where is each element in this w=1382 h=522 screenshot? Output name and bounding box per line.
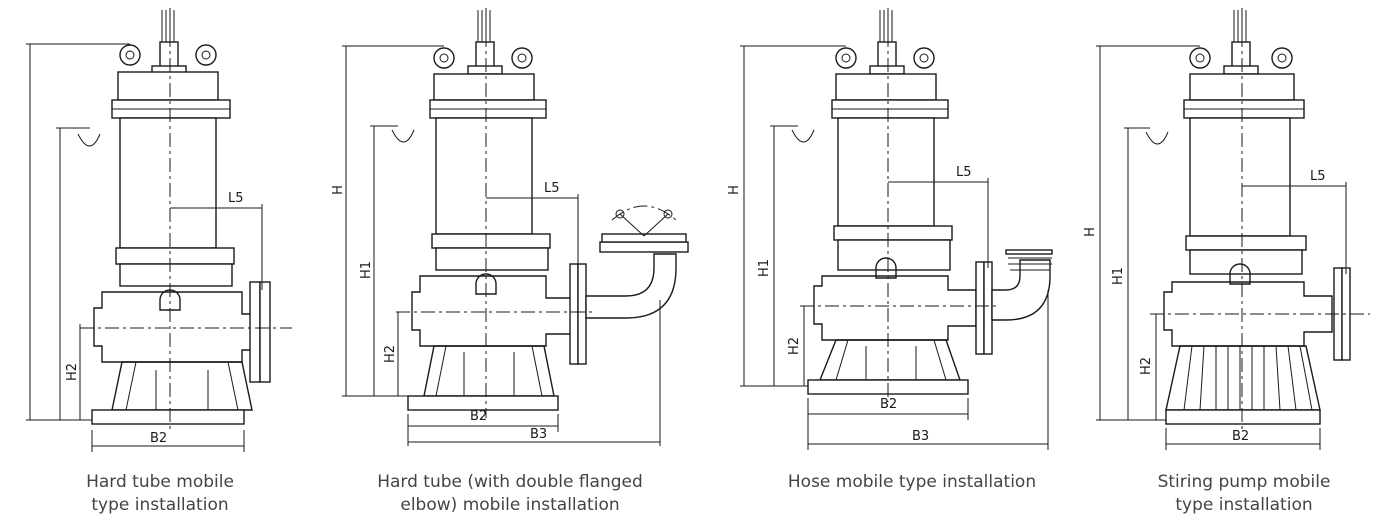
figure-caption-line-1: Hard tube (with double flanged xyxy=(377,472,643,492)
figure-caption-line-1: Hard tube mobile xyxy=(86,472,234,492)
dim-label-b3: B3 xyxy=(912,429,929,444)
dim-label-b2: B2 xyxy=(470,409,487,424)
pump-body xyxy=(80,8,292,432)
dim-label-h1: H1 xyxy=(757,259,772,277)
dim-label-b2: B2 xyxy=(150,431,167,446)
dim-label-h: H xyxy=(1083,227,1098,237)
figure-caption-line-2: elbow) mobile installation xyxy=(400,495,619,515)
figure-hose-mobile: H H1 H2 L5 B2 B3 Hose mobile type instal… xyxy=(727,8,1053,492)
dimension-lines xyxy=(1096,45,1347,450)
dim-label-l5: L5 xyxy=(544,181,560,196)
figure-hard-tube: H2 L5 B2 Hard tube mobile type installat… xyxy=(26,8,292,515)
dim-label-h2: H2 xyxy=(65,363,80,381)
dimension-lines xyxy=(26,43,263,452)
dim-label-b2: B2 xyxy=(880,397,897,412)
dim-label-h2: H2 xyxy=(383,345,398,363)
dim-label-h: H xyxy=(331,185,346,195)
dim-label-b3: B3 xyxy=(530,427,547,442)
figure-hard-tube-elbow: H H1 H2 L5 B2 B3 Hard tube (with double … xyxy=(331,8,689,515)
dim-label-l5: L5 xyxy=(956,165,972,180)
dim-label-h1: H1 xyxy=(359,261,374,279)
dimension-lines xyxy=(342,45,661,446)
pump-body xyxy=(1150,8,1370,432)
dimension-lines xyxy=(740,45,1049,450)
dim-label-h2: H2 xyxy=(1139,357,1154,375)
figure-caption-line-1: Hose mobile type installation xyxy=(788,472,1036,492)
figure-stiring-pump: H H1 H2 L5 B2 Stiring pump mobile type i… xyxy=(1083,8,1370,515)
dim-label-h2: H2 xyxy=(787,337,802,355)
pump-body xyxy=(396,8,689,418)
dim-label-l5: L5 xyxy=(228,191,244,206)
dim-label-h: H xyxy=(727,185,742,195)
dim-label-h1: H1 xyxy=(1111,267,1126,285)
dim-label-l5: L5 xyxy=(1310,169,1326,184)
figure-caption-line-1: Stiring pump mobile xyxy=(1158,472,1331,492)
pump-body xyxy=(800,8,1053,402)
dim-label-b2: B2 xyxy=(1232,429,1249,444)
figure-caption-line-2: type installation xyxy=(91,495,228,515)
figure-caption-line-2: type installation xyxy=(1175,495,1312,515)
